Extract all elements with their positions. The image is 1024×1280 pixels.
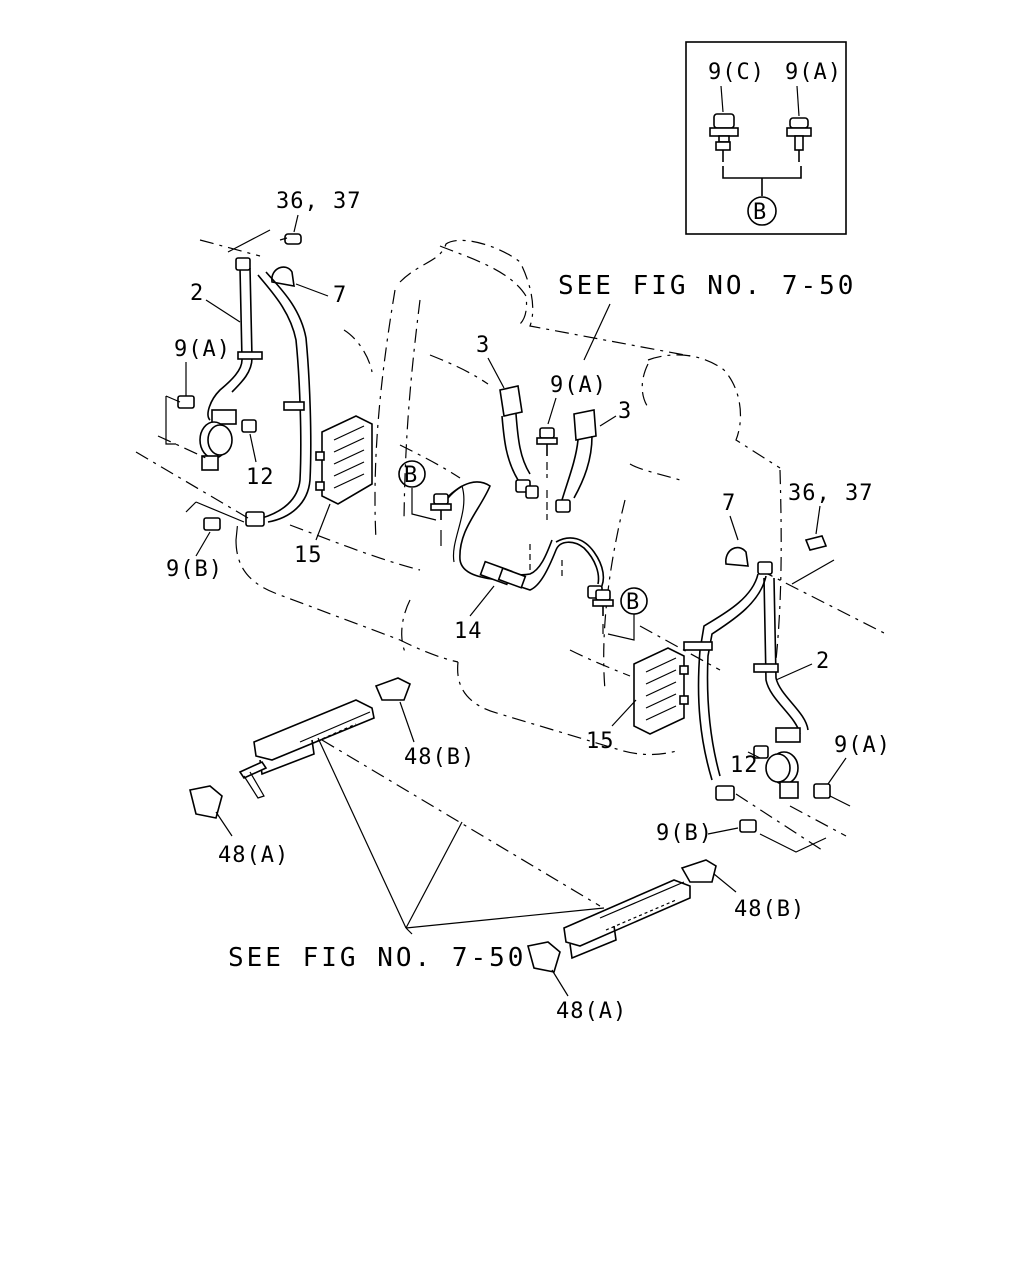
inset-circle-b bbox=[747, 196, 777, 226]
bolt-b-left-icon bbox=[430, 493, 452, 546]
left-retractor-assembly: 36, 37 7 2 9(A) bbox=[135, 189, 361, 582]
cover-48b-left-icon bbox=[374, 677, 412, 701]
seat-rail-left bbox=[189, 677, 412, 819]
circle-b-left bbox=[398, 460, 426, 488]
bolt-9a-left-icon bbox=[177, 395, 195, 409]
label-36-37-right: 36, 37 bbox=[788, 481, 873, 506]
bolt-12-left-icon bbox=[241, 419, 257, 433]
bolt-9a-right-icon bbox=[813, 783, 831, 799]
svg-text:B: B bbox=[626, 590, 640, 615]
fastener-inset: 9(C) 9(A) B bbox=[685, 41, 847, 235]
label-9a-right: 9(A) bbox=[834, 733, 891, 758]
label-36-37-left: 36, 37 bbox=[276, 189, 361, 214]
rear-seat-outline bbox=[235, 239, 782, 756]
cover-7-right-icon bbox=[725, 546, 749, 567]
bolt-top-left-icon bbox=[235, 257, 251, 271]
right-retractor-assembly: 7 36, 37 2 12 9(A) bbox=[639, 481, 891, 853]
cover-48a-right-icon bbox=[527, 941, 561, 973]
see-fig-leaders-bottom bbox=[317, 737, 605, 935]
anchor-bolt-right-icon bbox=[715, 785, 735, 801]
bolt-9a-icon bbox=[786, 117, 812, 162]
trim-panel-15-right bbox=[633, 647, 689, 735]
center-buckles: 3 9(A) 3 bbox=[476, 333, 632, 520]
label-48b-left: 48(B) bbox=[404, 745, 475, 770]
see-fig-label-bottom: SEE FIG NO. 7-50 bbox=[228, 943, 526, 973]
anchor-bolt-left-icon bbox=[245, 511, 265, 527]
label-9a-left: 9(A) bbox=[174, 337, 231, 362]
lap-belt-14 bbox=[439, 481, 605, 599]
label-7-left: 7 bbox=[333, 283, 347, 308]
inset-label-9a: 9(A) bbox=[785, 60, 842, 85]
seat-rail-right bbox=[527, 859, 717, 973]
bolt-9b-left-icon bbox=[203, 517, 221, 531]
trim-panel-15-left bbox=[315, 415, 373, 505]
label-14: 14 bbox=[454, 619, 483, 644]
label-48a-left: 48(A) bbox=[218, 843, 289, 868]
label-15-right: 15 bbox=[586, 729, 615, 754]
retractor-right-icon bbox=[765, 727, 801, 799]
inset-label-9c: 9(C) bbox=[708, 60, 765, 85]
svg-text:B: B bbox=[404, 463, 418, 488]
retractor-left-icon bbox=[199, 409, 237, 471]
bolt-9c-icon bbox=[709, 113, 739, 162]
clip-36-37-left-icon bbox=[279, 233, 302, 245]
label-3-right: 3 bbox=[618, 399, 632, 424]
label-12-right: 12 bbox=[730, 753, 759, 778]
label-12-left: 12 bbox=[246, 465, 275, 490]
label-48a-right: 48(A) bbox=[556, 999, 627, 1024]
label-48b-right: 48(B) bbox=[734, 897, 805, 922]
cover-48a-left-icon bbox=[189, 785, 223, 819]
cover-7-left-icon bbox=[271, 266, 295, 287]
label-9b-left: 9(B) bbox=[166, 557, 223, 582]
see-fig-label-top: SEE FIG NO. 7-50 bbox=[558, 271, 856, 301]
bolt-9a-center-icon bbox=[536, 427, 558, 456]
cover-48b-right-icon bbox=[680, 859, 717, 883]
label-15-left: 15 bbox=[294, 543, 323, 568]
label-2-left: 2 bbox=[190, 281, 204, 306]
buckle-3-right-icon bbox=[573, 409, 597, 441]
label-7-right: 7 bbox=[722, 491, 736, 516]
buckle-3-left-icon bbox=[499, 385, 523, 417]
bolt-9b-right-icon bbox=[739, 819, 757, 833]
bolt-12-right-icon bbox=[753, 745, 769, 759]
label-2-right: 2 bbox=[816, 649, 830, 674]
label-9b-right: 9(B) bbox=[656, 821, 713, 846]
label-3-left: 3 bbox=[476, 333, 490, 358]
svg-text:B: B bbox=[753, 200, 767, 225]
clip-36-37-right-icon bbox=[804, 535, 828, 551]
label-9a-center: 9(A) bbox=[550, 373, 607, 398]
bolt-top-right-icon bbox=[757, 561, 773, 575]
bolt-b-right-icon bbox=[592, 589, 614, 634]
